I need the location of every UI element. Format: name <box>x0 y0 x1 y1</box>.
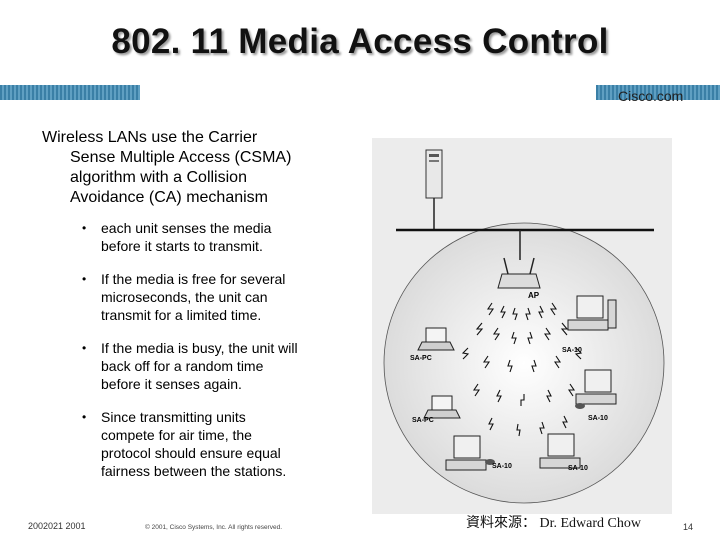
footer-copyright: © 2001, Cisco Systems, Inc. All rights r… <box>145 524 283 531</box>
sa-10-label: SA-10 <box>492 463 512 470</box>
bullet-line: transmit for a limited time. <box>101 307 262 323</box>
desktop-computer-icon <box>575 369 617 409</box>
sa-10-label: SA-10 <box>568 465 588 472</box>
desktop-computer-icon <box>539 433 581 469</box>
intro-text: Wireless LANs use the Carrier Sense Mult… <box>42 128 372 208</box>
sa-10-label: SA-10 <box>588 415 608 422</box>
bullet-line: microseconds, the unit can <box>101 289 268 305</box>
diagram-svg: AP SA-PC SA-10 <box>383 149 665 504</box>
bullet-line: each unit senses the media <box>101 220 272 236</box>
bullet-glyph: • <box>82 272 87 286</box>
bullet-item: • Since transmitting units compete for a… <box>82 408 372 480</box>
bullet-line: compete for air time, the <box>101 427 252 443</box>
sa-pc-label: SA-PC <box>412 417 434 424</box>
footer-source: 資料來源： Dr. Edward Chow <box>466 516 641 531</box>
laptop-icon <box>417 327 455 351</box>
bullet-glyph: • <box>82 410 87 424</box>
intro-line: Sense Multiple Access (CSMA) <box>70 149 292 166</box>
wireless-lan-diagram: AP SA-PC SA-10 <box>372 138 672 514</box>
laptop-icon <box>423 395 461 419</box>
page-number: 14 <box>683 522 694 532</box>
bullet-line: fairness between the stations. <box>101 463 287 479</box>
bullet-glyph: • <box>82 221 87 235</box>
desktop-computer-icon <box>445 435 495 471</box>
bullet-line: If the media is busy, the unit will <box>101 340 298 356</box>
slide-title: 802. 11 Media Access Control <box>111 22 609 61</box>
bullet-item: • If the media is free for several micro… <box>82 270 372 324</box>
bullet-item: • If the media is busy, the unit will ba… <box>82 339 372 393</box>
coverage-area <box>383 222 665 504</box>
server-icon <box>425 149 443 230</box>
desktop-computer-icon <box>567 295 617 331</box>
radio-waves <box>461 302 583 437</box>
intro-line: Avoidance (CA) mechanism <box>70 189 269 206</box>
bullet-line: before it starts to transmit. <box>101 238 263 254</box>
bullet-line: before it senses again. <box>101 376 242 392</box>
bullet-list: • each unit senses the media before it s… <box>82 219 372 495</box>
ap-label: AP <box>528 291 540 300</box>
header-bar-gap <box>140 85 596 100</box>
bullet-glyph: • <box>82 341 87 355</box>
bullet-line: back off for a random time <box>101 358 264 374</box>
sa-10-label: SA-10 <box>562 347 582 354</box>
intro-line: algorithm with a Collision <box>70 169 247 186</box>
footer-date: 2002021 2001 <box>28 521 86 531</box>
access-point-icon <box>497 257 541 289</box>
sa-pc-label: SA-PC <box>410 355 432 362</box>
bullet-line: protocol should ensure equal <box>101 445 281 461</box>
bullet-item: • each unit senses the media before it s… <box>82 219 372 255</box>
brand-label: Cisco.com <box>618 88 684 104</box>
bullet-line: Since transmitting units <box>101 409 246 425</box>
intro-line: Wireless LANs use the Carrier <box>42 129 258 146</box>
bullet-line: If the media is free for several <box>101 271 286 287</box>
